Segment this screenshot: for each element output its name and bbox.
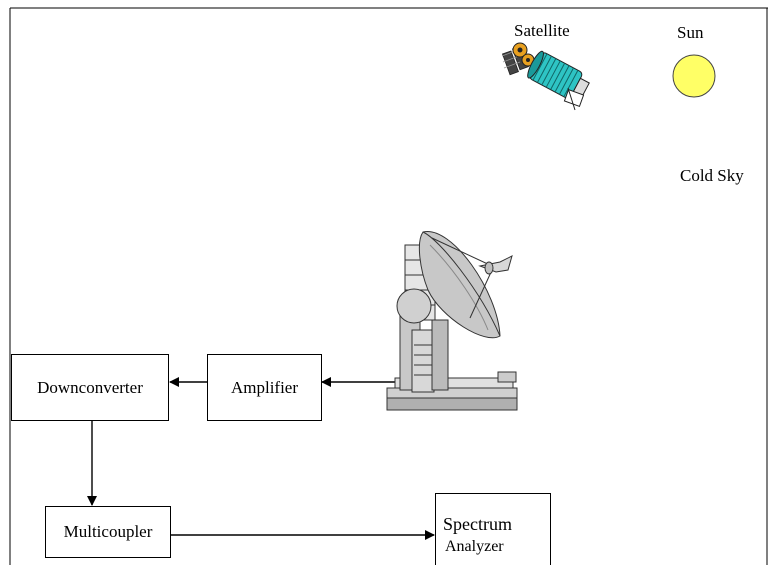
sun-label: Sun (677, 23, 704, 42)
satellite-label: Satellite (514, 21, 570, 40)
amplifier-label: Amplifier (230, 377, 299, 397)
spectrum-analyzer-block: Spectrum Analyzer (435, 493, 551, 565)
multicoupler-block: Multicoupler (45, 506, 171, 558)
diagram-border (9, 7, 768, 565)
cold-sky-label: Cold Sky (680, 166, 744, 185)
analyzer-label: Analyzer (445, 538, 504, 555)
amplifier-block: Amplifier (207, 354, 322, 421)
satellite-icon (501, 42, 590, 111)
downconverter-block: Downconverter (11, 354, 169, 421)
dish-antenna-icon (386, 231, 518, 411)
multicoupler-label: Multicoupler (63, 522, 153, 541)
spectrum-label: Spectrum (443, 514, 512, 534)
sun-icon (672, 54, 716, 98)
downconverter-label: Downconverter (37, 377, 143, 397)
